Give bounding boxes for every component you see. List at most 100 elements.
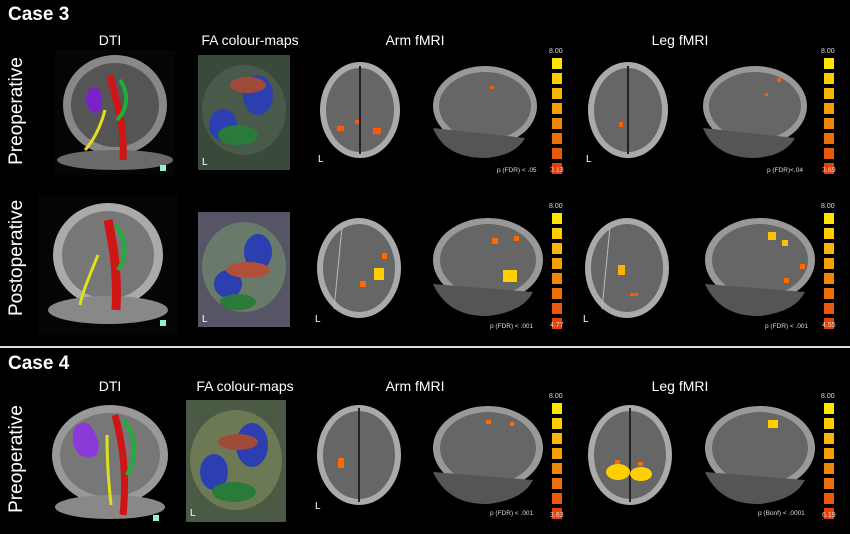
color-scale-cell (824, 303, 834, 314)
case4-pre-fa-image: L (186, 400, 286, 522)
case4-col-dti: DTI (98, 378, 122, 394)
color-scale-cell (552, 403, 562, 414)
case4-pre-leg-sagittal-image (690, 400, 820, 518)
case3-pre-arm-axial-image: L (315, 58, 405, 168)
case3-pre-leg-sagittal-image (685, 58, 815, 170)
case3-pre-leg-stat: p (FDR)<.04 (767, 167, 803, 174)
color-scale-cell (552, 318, 562, 329)
case3-post-arm-color-scale (552, 213, 562, 333)
color-scale-cell (824, 508, 834, 519)
case3-post-arm-scale-min: 4.77 (550, 322, 564, 329)
case3-post-leg-scale-max: 8.00 (821, 203, 835, 210)
case4-col-fa: FA colour-maps (196, 378, 294, 394)
color-scale-cell (552, 103, 562, 114)
color-scale-cell (824, 103, 834, 114)
case3-pre-arm-orientation: L (318, 154, 324, 165)
color-scale-cell (552, 148, 562, 159)
case3-post-leg-orientation: L (583, 314, 589, 325)
case3-col-dti: DTI (98, 32, 122, 48)
color-scale-cell (552, 228, 562, 239)
color-scale-cell (824, 228, 834, 239)
case4-col-leg: Leg fMRI (651, 378, 709, 394)
color-scale-cell (824, 73, 834, 84)
color-scale-cell (552, 118, 562, 129)
case4-pre-leg-scale-max: 8.00 (821, 393, 835, 400)
color-scale-cell (552, 213, 562, 224)
case4-pre-leg-stat: p (Bonf) < .0001 (758, 510, 805, 517)
case3-post-leg-scale-min: 4.55 (822, 322, 836, 329)
case4-pre-leg-scale-min: 6.19 (822, 512, 836, 519)
case4-pre-arm-scale-max: 8.00 (549, 393, 563, 400)
color-scale-cell (824, 58, 834, 69)
case3-post-arm-orientation: L (315, 314, 321, 325)
case3-col-leg: Leg fMRI (651, 32, 709, 48)
color-scale-cell (552, 288, 562, 299)
case3-pre-arm-scale-max: 8.00 (549, 48, 563, 55)
case4-pre-leg-color-scale (824, 403, 834, 523)
case4-pre-arm-axial-image: L (312, 400, 407, 515)
case3-pre-leg-orientation: L (586, 154, 592, 165)
color-scale-cell (552, 258, 562, 269)
case3-post-leg-stat: p (FDR) < .001 (765, 323, 809, 330)
color-scale-cell (552, 463, 562, 474)
color-scale-cell (552, 493, 562, 504)
color-scale-cell (824, 418, 834, 429)
case3-pre-dti-image (55, 50, 175, 175)
case3-post-leg-axial-image: L (580, 213, 675, 328)
case3-pre-leg-color-scale (824, 58, 834, 178)
color-scale-cell (824, 273, 834, 284)
case3-pre-arm-color-scale (552, 58, 562, 178)
color-scale-cell (824, 88, 834, 99)
color-scale-cell (552, 433, 562, 444)
case3-pre-leg-axial-image: L (583, 58, 673, 168)
color-scale-cell (552, 88, 562, 99)
case-divider (0, 346, 850, 348)
color-scale-cell (824, 493, 834, 504)
color-scale-cell (824, 433, 834, 444)
color-scale-cell (552, 243, 562, 254)
color-scale-cell (824, 163, 834, 174)
case4-pre-arm-color-scale (552, 403, 562, 523)
case4-pre-arm-scale-min: 3.63 (550, 512, 564, 519)
case3-post-leg-sagittal-image (690, 212, 820, 330)
case4-pre-dti-image (45, 395, 175, 527)
color-scale-cell (552, 478, 562, 489)
color-scale-cell (824, 318, 834, 329)
color-scale-cell (824, 478, 834, 489)
case3-title: Case 3 (8, 4, 70, 25)
case3-post-fa-image: L (198, 212, 290, 327)
case3-post-arm-stat: p (FDR) < .001 (490, 323, 534, 330)
color-scale-cell (552, 58, 562, 69)
color-scale-cell (552, 73, 562, 84)
case3-pre-leg-scale-max: 8.00 (821, 48, 835, 55)
color-scale-cell (824, 288, 834, 299)
case3-post-arm-sagittal-image (418, 212, 548, 330)
color-scale-cell (824, 448, 834, 459)
case4-pre-arm-orientation: L (315, 501, 321, 512)
case4-pre-leg-axial-image (583, 400, 678, 515)
color-scale-cell (552, 273, 562, 284)
color-scale-cell (824, 213, 834, 224)
color-scale-cell (552, 418, 562, 429)
color-scale-cell (824, 463, 834, 474)
case4-pre-arm-stat: p (FDR) < .001 (490, 510, 534, 517)
case3-pre-fa-image: L (198, 55, 290, 170)
color-scale-cell (824, 133, 834, 144)
case3-post-arm-axial-image: L (312, 213, 407, 328)
case3-col-fa: FA colour-maps (201, 32, 299, 48)
color-scale-cell (824, 403, 834, 414)
case3-pre-arm-scale-min: 3.13 (550, 167, 564, 174)
case3-post-leg-color-scale (824, 213, 834, 333)
case4-title: Case 4 (8, 353, 70, 374)
color-scale-cell (552, 448, 562, 459)
case4-col-arm: Arm fMRI (385, 378, 445, 394)
color-scale-cell (552, 508, 562, 519)
color-scale-cell (552, 133, 562, 144)
case4-row-preoperative: Preoperative (6, 405, 27, 513)
color-scale-cell (552, 303, 562, 314)
case3-post-fa-orientation: L (202, 314, 208, 325)
color-scale-cell (552, 163, 562, 174)
case3-pre-arm-stat: p (FDR) < .05 (497, 167, 537, 174)
color-scale-cell (824, 148, 834, 159)
case3-pre-leg-scale-min: 3.69 (822, 167, 836, 174)
